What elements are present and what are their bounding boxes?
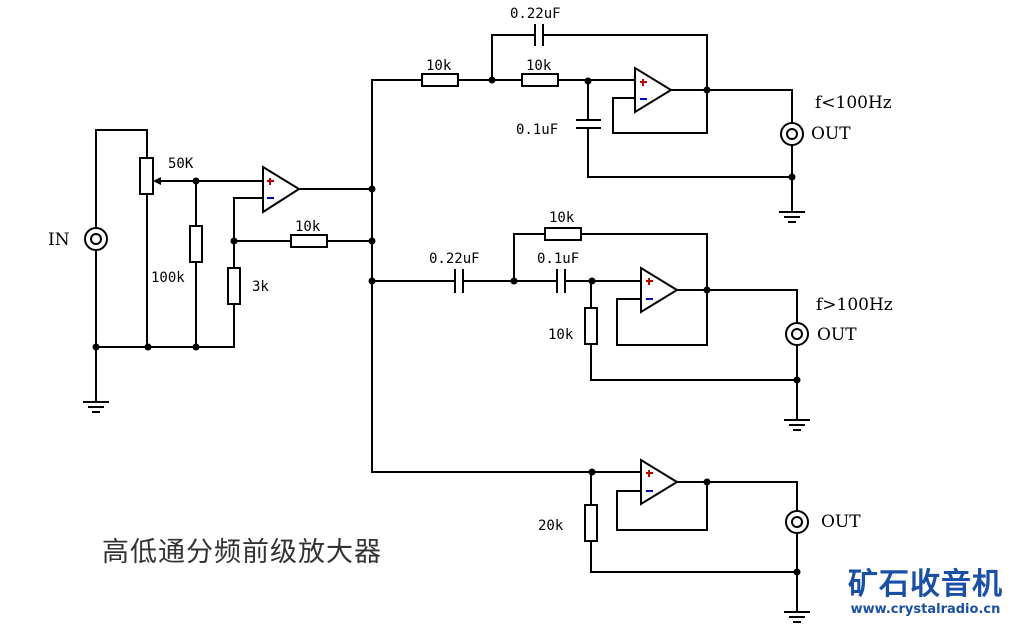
lp-cap-feedback-label: 0.22uF <box>510 6 561 22</box>
wire <box>95 129 148 159</box>
wire <box>590 540 798 573</box>
hp-c1-label: 0.22uF <box>429 251 480 267</box>
junction <box>368 237 376 245</box>
junction <box>584 77 592 85</box>
diagram-title: 高低通分频前级放大器 <box>102 537 382 568</box>
full-range-out-label: OUT <box>821 512 861 532</box>
junction <box>510 277 518 285</box>
ground-icon <box>779 211 805 223</box>
junction <box>368 185 376 193</box>
wire <box>542 34 708 134</box>
wire <box>587 127 793 178</box>
wire <box>616 481 708 531</box>
resistor-20k-label: 20k <box>538 518 564 534</box>
junction <box>144 343 152 351</box>
resistor-3k-label: 3k <box>252 279 269 295</box>
junction <box>793 376 801 384</box>
full-range-buffer: 20k OUT <box>371 458 861 623</box>
junction <box>230 237 238 245</box>
hp-freq-label: f>100Hz <box>816 295 893 315</box>
opamp-input <box>262 165 301 214</box>
wire <box>233 197 263 269</box>
wire <box>580 233 708 346</box>
lp-r1-label: 10k <box>426 58 452 74</box>
hp-c2-label: 0.1uF <box>537 251 579 267</box>
junction <box>788 173 796 181</box>
resistor-3k <box>227 267 241 305</box>
opamp-low-pass <box>634 66 673 114</box>
brand-logo: 矿石收音机 www.crystalradio.cn <box>848 568 1003 618</box>
wire <box>95 303 235 348</box>
input-jack-icon[interactable] <box>84 227 108 251</box>
junction <box>92 343 100 351</box>
ground-icon <box>784 419 810 431</box>
junction <box>588 468 596 476</box>
junction <box>192 343 200 351</box>
hp-out-label: OUT <box>817 325 857 345</box>
resistor-20k <box>584 504 598 542</box>
wire <box>491 34 536 81</box>
wire <box>513 233 546 282</box>
pot-label: 50K <box>168 156 194 172</box>
resistor-hp-shunt <box>584 307 598 345</box>
junction <box>488 76 496 84</box>
lp-freq-label: f<100Hz <box>815 93 892 113</box>
output-jack-high-pass-icon[interactable] <box>785 322 809 346</box>
ground-icon <box>83 401 109 413</box>
resistor-100k <box>189 225 203 263</box>
resistor-hp-feedback <box>544 227 582 241</box>
lp-cap-shunt-label: 0.1uF <box>516 122 558 138</box>
feedback-10k-label: 10k <box>295 219 321 235</box>
hp-feedback-label: 10k <box>549 210 575 226</box>
junction <box>703 86 711 94</box>
resistor-feedback-10k <box>290 234 328 248</box>
potentiometer <box>139 157 154 195</box>
lp-out-label: OUT <box>811 124 851 144</box>
junction <box>703 478 711 486</box>
wire <box>590 343 798 381</box>
resistor-lp-r2 <box>521 73 559 87</box>
resistor-lp-r1 <box>421 73 459 87</box>
brand-name: 矿石收音机 <box>848 567 1003 602</box>
lp-r2-label: 10k <box>526 58 552 74</box>
input-stage: IN 50K 100k 10k 3k <box>48 129 373 413</box>
junction <box>192 177 200 185</box>
high-pass-filter: 0.22uF 0.1uF 10k 10k f>100Hz <box>371 210 893 431</box>
junction <box>793 568 801 576</box>
input-label: IN <box>48 230 70 250</box>
resistor-100k-label: 100k <box>151 270 185 286</box>
opamp-full-range <box>640 458 679 506</box>
opamp-high-pass <box>640 266 679 314</box>
ground-icon <box>784 611 810 623</box>
hp-shunt-label: 10k <box>548 327 574 343</box>
output-jack-low-pass-icon[interactable] <box>780 122 804 146</box>
wiper-arrow-icon <box>153 177 161 185</box>
junction <box>588 277 596 285</box>
output-jack-full-range-icon[interactable] <box>785 510 809 534</box>
junction <box>703 286 711 294</box>
low-pass-filter: 10k 10k 0.22uF 0.1uF f<1 <box>371 6 892 223</box>
brand-url: www.crystalradio.cn <box>850 602 1001 617</box>
